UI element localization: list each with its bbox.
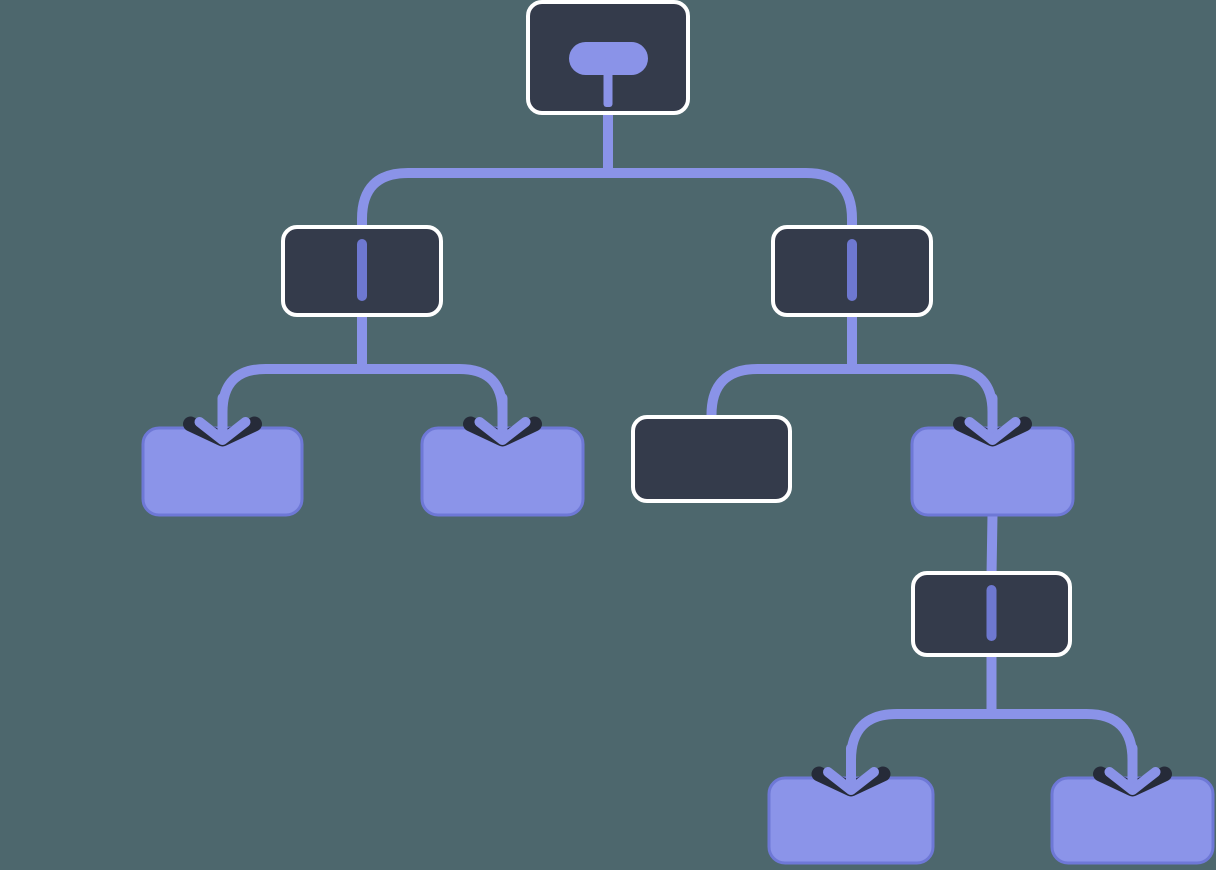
arrow-chevron-icon [463, 393, 542, 447]
root-pill-icon [569, 42, 648, 107]
pass-through-bar-icon [986, 585, 997, 641]
arrow-chevron-icon [183, 393, 262, 447]
arrow-chevron-icon [811, 743, 891, 797]
pass-through-bar-icon [357, 239, 367, 301]
node-branch-right[interactable] [771, 225, 933, 317]
edge-layer [217, 108, 1138, 767]
arrow-layer [183, 393, 1172, 797]
edge-branch-bottom-leaf-5 [986, 650, 1138, 767]
node-layer [141, 0, 1215, 865]
dark-node-box[interactable] [631, 415, 792, 503]
arrow-chevron-icon [1093, 743, 1172, 797]
edge-root-branch-right [603, 108, 857, 234]
edge-branch-left-leaf-1 [217, 310, 367, 417]
edge-leaf-3-branch-bottom [986, 510, 998, 580]
pass-through-bar-icon [847, 239, 857, 301]
arrow-chevron-icon [953, 393, 1032, 447]
node-plain-dark[interactable] [631, 415, 792, 503]
edge-branch-right-leaf-3 [847, 310, 998, 417]
node-branch-left[interactable] [281, 225, 443, 317]
edge-root-branch-left [357, 108, 613, 234]
edge-branch-bottom-leaf-4 [846, 650, 997, 767]
edge-branch-right-plain-dark [706, 310, 857, 424]
node-root[interactable] [526, 0, 690, 115]
node-branch-bottom[interactable] [911, 571, 1072, 657]
edge-branch-left-leaf-2 [357, 310, 508, 417]
